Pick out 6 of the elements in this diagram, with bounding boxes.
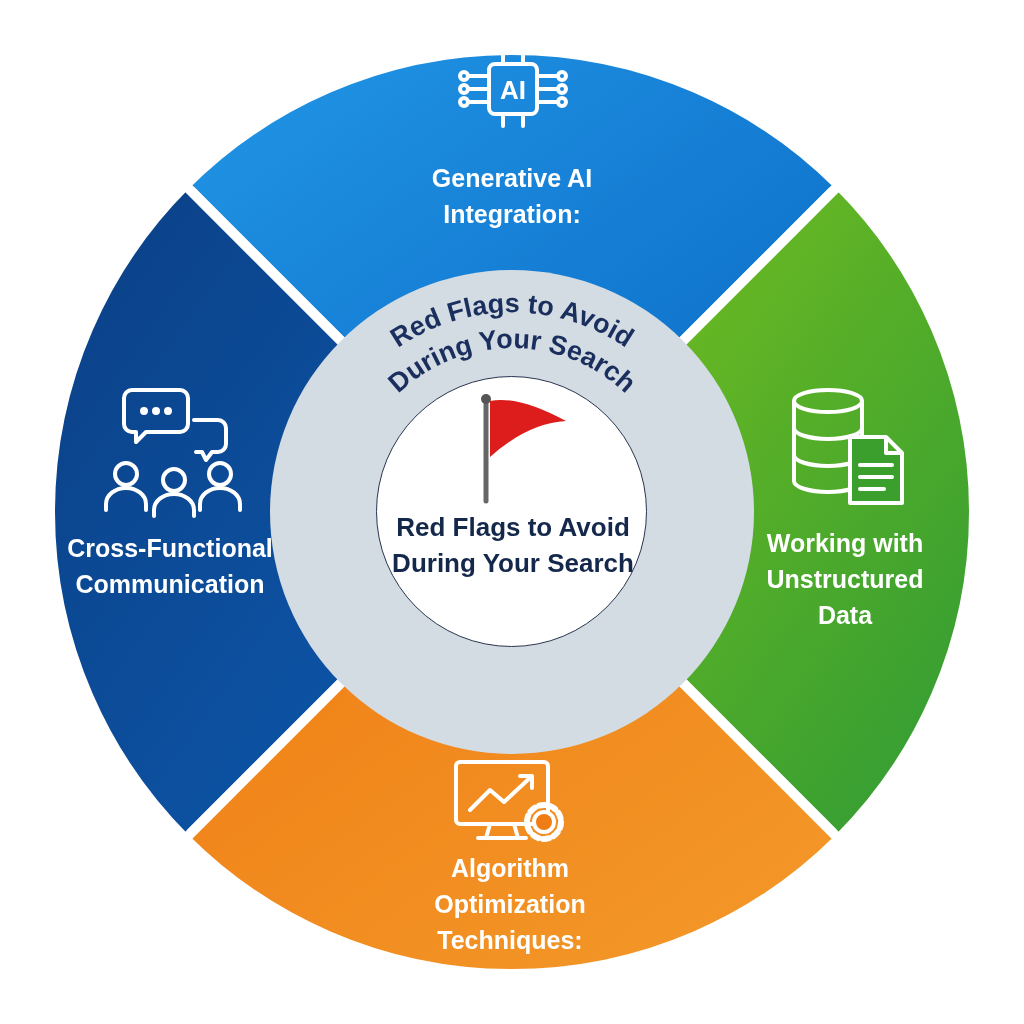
segment-label: Generative AI Integration: — [430, 163, 594, 230]
center-title: Red Flags to Avoid During Your Search — [391, 511, 635, 580]
segment-label: Cross-Functional Communication — [66, 533, 274, 600]
segment-label: Working with Unstructured Data — [765, 528, 925, 631]
chip-label: AI — [500, 76, 526, 104]
segment-label: Algorithm Optimization Techniques: — [433, 853, 587, 956]
